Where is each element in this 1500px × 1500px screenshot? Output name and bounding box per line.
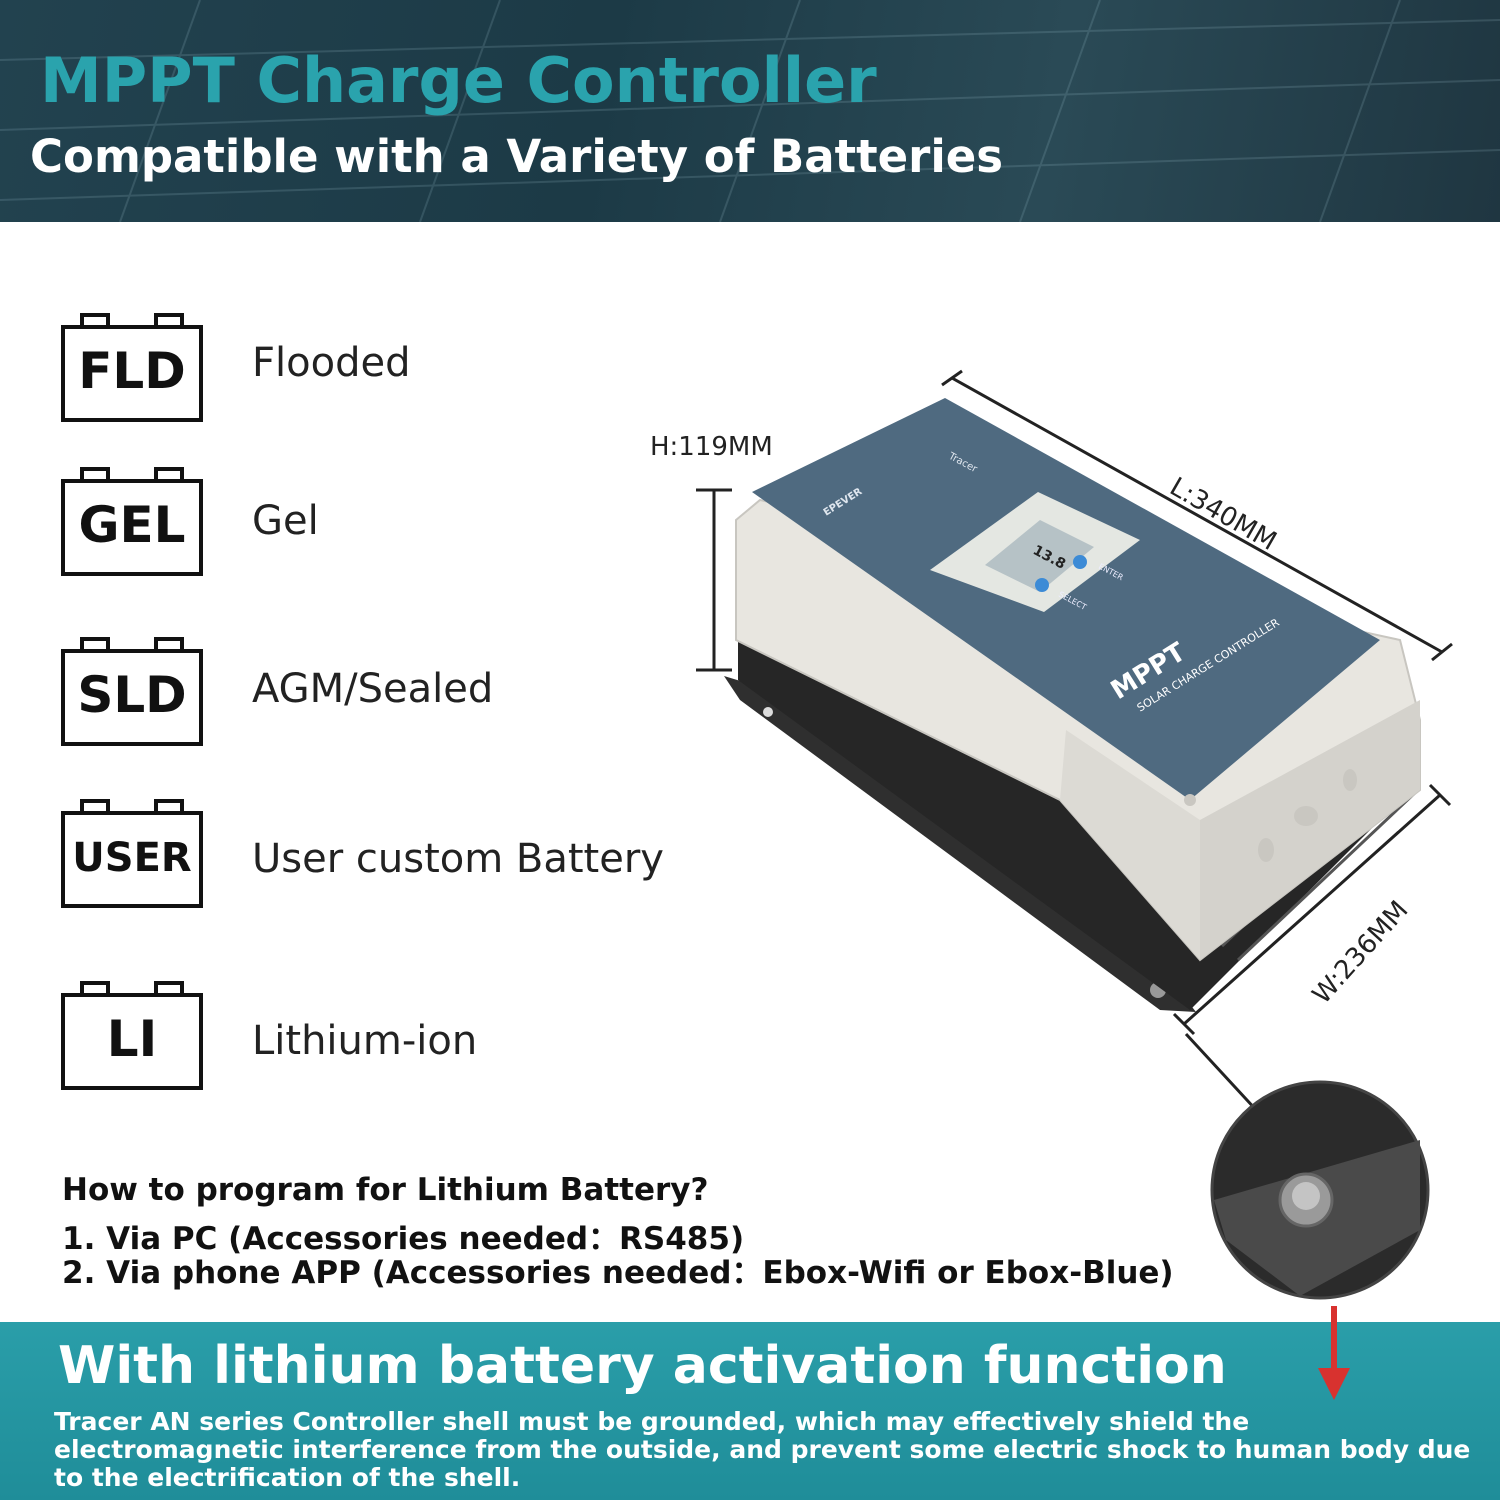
- charge-controller-illustration: 13.8 SELECT ENTER EPEVER Tracer MPPT SOL…: [696, 369, 1453, 1320]
- battery-icon: USER: [60, 798, 204, 910]
- enter-button: [1073, 555, 1087, 569]
- solar-panel-background: [0, 0, 1500, 222]
- battery-type-sealed: SLD AGM/Sealed: [60, 636, 760, 748]
- program-step: 1. Via PC (Accessories needed：RS485): [62, 1221, 745, 1257]
- battery-type-gel: GEL Gel: [60, 466, 760, 578]
- page-title: MPPT Charge Controller: [40, 44, 877, 117]
- lithium-program-info: How to program for Lithium Battery? 1. V…: [62, 1172, 1174, 1290]
- dimension-lines: [696, 369, 1453, 1114]
- battery-code: LI: [106, 1010, 158, 1068]
- battery-icon: SLD: [60, 636, 204, 748]
- battery-code: GEL: [78, 496, 186, 554]
- battery-label: Flooded: [252, 340, 411, 386]
- lcd-screen: [985, 520, 1094, 592]
- height-dimension-label: H:119MM: [650, 432, 773, 462]
- header-banner: MPPT Charge Controller Compatible with a…: [0, 0, 1500, 222]
- battery-type-lithium: LI Lithium-ion: [60, 980, 760, 1092]
- battery-label: AGM/Sealed: [252, 666, 494, 712]
- red-arrow-overlay: [1318, 1320, 1350, 1400]
- battery-icon: FLD: [60, 312, 204, 424]
- battery-icon: GEL: [60, 466, 204, 578]
- page-subtitle: Compatible with a Variety of Batteries: [30, 130, 1004, 183]
- program-step: 2. Via phone APP (Accessories needed：Ebo…: [62, 1255, 1174, 1291]
- front-panel: [752, 398, 1380, 800]
- footer-description: Tracer AN series Controller shell must b…: [54, 1407, 1471, 1492]
- footer-banner: With lithium battery activation function…: [0, 1322, 1500, 1500]
- battery-type-flooded: FLD Flooded: [60, 312, 760, 424]
- battery-code: SLD: [77, 666, 187, 724]
- battery-code: FLD: [78, 342, 186, 400]
- battery-type-user: USER User custom Battery: [60, 798, 760, 910]
- battery-label: User custom Battery: [252, 836, 664, 882]
- battery-label: Gel: [252, 498, 319, 544]
- red-arrow-down: [1331, 1306, 1337, 1320]
- battery-code: USER: [72, 835, 192, 881]
- battery-icon: LI: [60, 980, 204, 1092]
- battery-label: Lithium-ion: [252, 1018, 478, 1064]
- select-button: [1035, 578, 1049, 592]
- grounding-bolt-inset: [1210, 1080, 1430, 1300]
- program-question: How to program for Lithium Battery?: [62, 1172, 709, 1208]
- footer-title: With lithium battery activation function: [58, 1336, 1227, 1396]
